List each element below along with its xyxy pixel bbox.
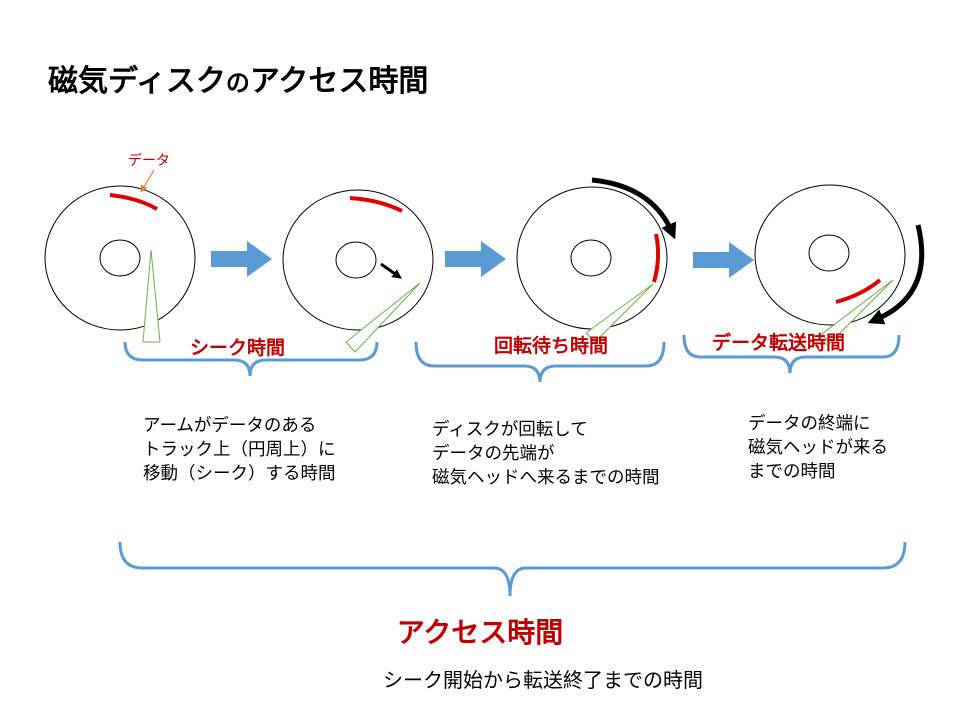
disk-3-data-track xyxy=(652,233,661,283)
access-time-label: アクセス時間 xyxy=(396,616,564,649)
disk-4-data-track xyxy=(835,278,882,304)
transfer-description-line: データの終端に xyxy=(748,414,871,434)
phase-label-seek: シーク時間 xyxy=(190,337,286,359)
transfer-description-line: までの時間 xyxy=(748,462,836,482)
rotation-description-line: ディスクが回転して xyxy=(432,420,588,440)
seek-brace xyxy=(123,341,379,377)
phase-label-rotation: 回転待ち時間 xyxy=(494,335,609,357)
disk-2-data-track xyxy=(349,196,403,213)
seek-description-line: トラック上（円周上）に xyxy=(143,440,336,460)
disk-1-spindle xyxy=(99,239,141,277)
data-label: データ xyxy=(128,153,170,169)
step-arrow-3 xyxy=(693,242,754,278)
seek-direction-arrow xyxy=(380,262,402,279)
disk-2-spindle xyxy=(335,241,377,279)
disk-4-spindle xyxy=(808,234,850,272)
page-title: 磁気ディスクのアクセス時間 xyxy=(48,56,428,100)
access-time-description: シーク開始から転送終了までの時間 xyxy=(383,668,703,692)
rotation-description-line: データの先端が xyxy=(432,444,555,464)
title-particle: の xyxy=(225,69,250,97)
disk-3-rotation-arrow xyxy=(591,177,677,240)
disk-3-spindle xyxy=(570,239,612,277)
disk-4-head-arm xyxy=(821,279,894,344)
disk-3-head-arm xyxy=(585,283,654,343)
rotation-description: ディスクが回転して データの先端が 磁気ヘッドへ来るまでの時間 xyxy=(432,418,660,490)
title-main: 磁気ディスク xyxy=(48,64,226,99)
seek-description-line: アームがデータのある xyxy=(143,416,317,436)
seek-description-line: 移動（シーク）する時間 xyxy=(143,464,336,484)
phase-label-transfer: データ転送時間 xyxy=(712,332,846,354)
seek-description: アームがデータのある トラック上（円周上）に 移動（シーク）する時間 xyxy=(143,414,336,486)
transfer-description: データの終端に 磁気ヘッドが来る までの時間 xyxy=(748,412,888,484)
rotation-brace xyxy=(414,341,666,383)
transfer-brace xyxy=(682,334,901,374)
rotation-description-line: 磁気ヘッドへ来るまでの時間 xyxy=(432,468,660,488)
disk-1-head-arm xyxy=(142,249,161,343)
disk-2-head-arm xyxy=(345,282,421,353)
step-arrow-1 xyxy=(211,241,272,277)
disk-2 xyxy=(282,189,434,353)
disk-3 xyxy=(516,177,677,343)
data-label-leader xyxy=(140,169,155,193)
title-rest: アクセス時間 xyxy=(249,64,429,99)
disk-1 xyxy=(44,185,196,343)
transfer-description-line: 磁気ヘッドが来る xyxy=(748,438,888,458)
disk-4-rotation-arrow xyxy=(867,224,925,325)
disk-1-data-track xyxy=(109,193,159,211)
step-arrow-2 xyxy=(445,241,506,277)
disk-4 xyxy=(754,184,925,344)
access-brace xyxy=(118,541,907,597)
